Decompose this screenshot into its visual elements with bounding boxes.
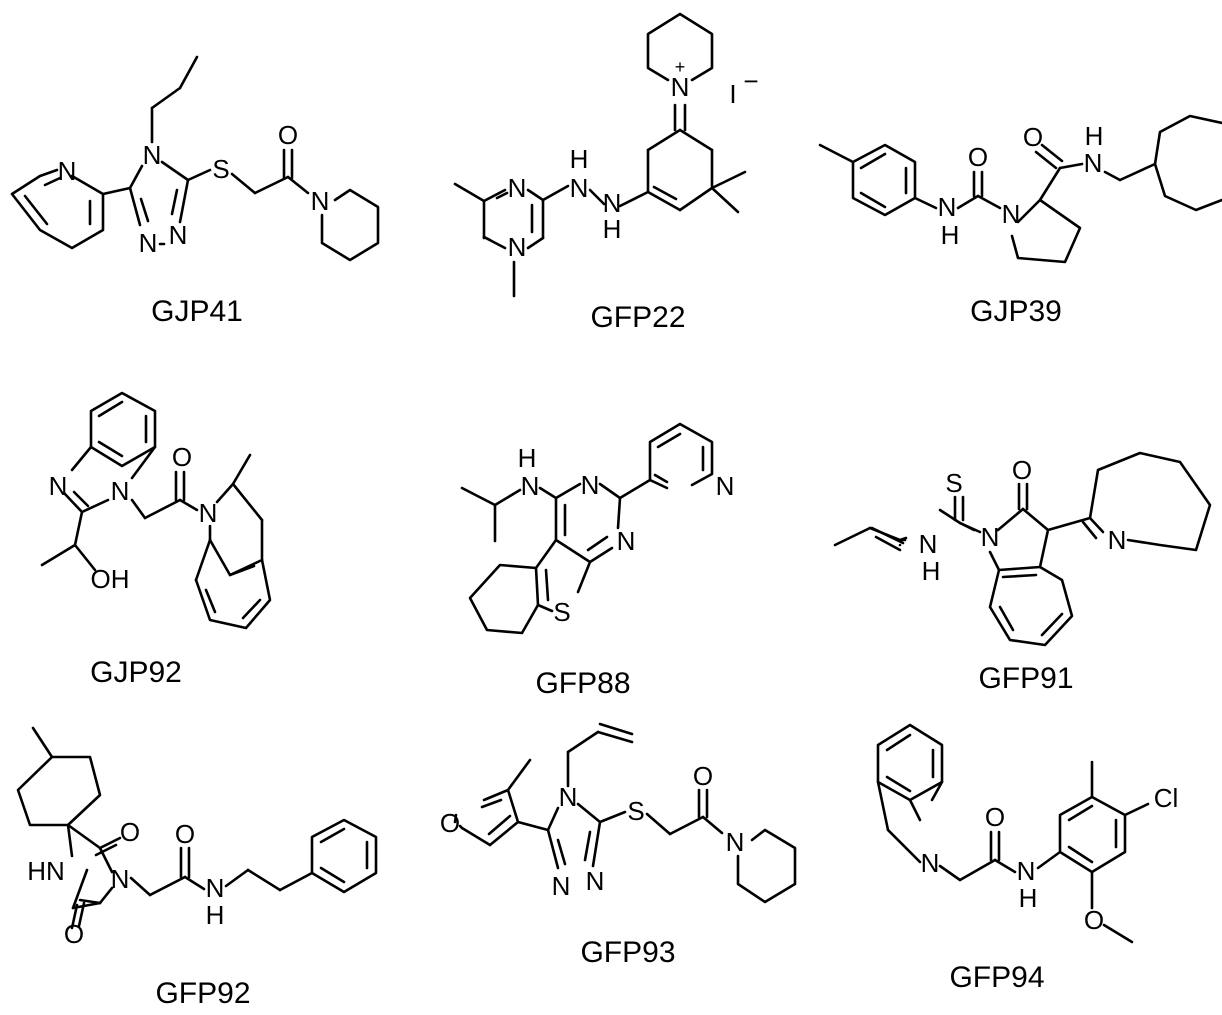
atom-n3-gfp92: N (111, 864, 130, 894)
atom-iodide-gfp22: I (729, 79, 736, 109)
atom-n1-pyrimidine-gfp22: N (508, 173, 527, 203)
atom-o-amide-gfp92: O (175, 819, 195, 849)
atom-s-gfp91: S (945, 468, 962, 498)
atom-n-pyridine-gjp41: N (58, 156, 77, 186)
atom-h1-gfp22: H (570, 144, 589, 174)
atom-n4-gfp93: N (559, 782, 578, 812)
molecule-gfp92: O HN N O O N H GFP92 (16, 726, 378, 1010)
atom-o-top-gfp92: O (120, 817, 140, 847)
molecule-gjp41: N N N N S O N GJP41 (10, 55, 380, 328)
atom-n2-pyrimidine-gfp22: N (508, 232, 527, 262)
atom-o-gjp92: O (172, 442, 192, 472)
atom-n-piperidine-gjp41: N (311, 186, 330, 216)
atom-o-gfp93: O (693, 761, 713, 791)
atom-h2-gfp22: H (603, 214, 622, 244)
caption-gfp92: GFP92 (155, 977, 250, 1010)
molecule-gfp93: O N N N S O N GFP93 (440, 722, 797, 969)
atom-nh-urea-gjp39: N (938, 192, 957, 222)
atom-o-bottom-gfp92: O (64, 919, 84, 949)
molecule-gjp39: N H O N O N H GJP39 (818, 114, 1222, 328)
caption-gjp41: GJP41 (151, 295, 243, 328)
atom-n3-gjp92: N (49, 471, 68, 501)
atom-h-urea-gjp39: H (941, 220, 960, 250)
molecule-gjp92: N N O OH N GJP92 (40, 391, 272, 689)
atom-o-gfp91: O (1012, 455, 1032, 485)
atom-n-azepine-gfp91: N (1108, 525, 1127, 555)
atom-nh-gfp92: N (206, 873, 225, 903)
atom-n1-gfp93: N (552, 871, 571, 901)
atom-n2-gjp41: N (169, 220, 188, 250)
atom-oh-gjp92: OH (91, 564, 130, 594)
caption-gfp22: GFP22 (590, 301, 685, 334)
atom-n-indoline-gfp94: N (921, 848, 940, 878)
atom-n-right-gfp88: N (617, 526, 636, 556)
atom-s-gfp88: S (553, 597, 570, 627)
bonds-gjp39 (818, 114, 1222, 264)
atom-n4-gjp41: N (143, 140, 162, 170)
atom-hn-gfp92: HN (27, 856, 65, 886)
charge-minus-gfp22: − (743, 66, 758, 96)
atom-s-gfp93: S (627, 796, 644, 826)
atom-nh-gfp94: N (1017, 856, 1036, 886)
atom-n1-gjp92: N (111, 476, 130, 506)
caption-gjp92: GJP92 (90, 656, 182, 689)
caption-gfp93: GFP93 (580, 936, 675, 969)
atom-n-plus-gfp22: N (671, 72, 690, 102)
atom-nh-amide-gjp39: N (1084, 148, 1103, 178)
atom-nh-gfp88: N (521, 471, 540, 501)
atom-o-furan-gfp93: O (440, 808, 460, 838)
atom-n-proline-gjp39: N (1002, 199, 1021, 229)
bonds-gfp93 (453, 722, 797, 904)
atom-h-gfp88: H (518, 443, 537, 473)
atom-n-indoline-gjp92: N (199, 498, 218, 528)
atom-o-methoxy-gfp94: O (1084, 905, 1104, 935)
atom-o-gjp41: O (278, 120, 298, 150)
molecule-gfp88: H N N N N S GFP88 (460, 422, 735, 700)
atom-h-amide-gjp39: H (1085, 121, 1104, 151)
molecule-gfp94: N O N H Cl O GFP94 (876, 723, 1179, 994)
caption-gfp94: GFP94 (949, 961, 1044, 994)
molecule-gfp91: S O N H N N GFP91 (833, 451, 1212, 695)
atom-n-pyridine-gfp88: N (716, 471, 735, 501)
caption-gjp39: GJP39 (970, 295, 1062, 328)
atom-h-gfp92: H (206, 900, 225, 930)
atom-o-gfp94: O (985, 802, 1005, 832)
atom-n2-gfp93: N (586, 866, 605, 896)
atom-h-gfp94: H (1019, 883, 1038, 913)
atom-n1-gjp41: N (139, 228, 158, 258)
atom-n-piperidine-gfp93: N (726, 827, 745, 857)
atom-s-gjp41: S (212, 154, 229, 184)
atom-n-indolinone-gfp91: N (981, 522, 1000, 552)
molecule-gfp22: N N H N N H N + I − GFP22 (453, 12, 759, 334)
atom-h-gfp91: H (922, 556, 941, 586)
atom-o-amide-gjp39: O (1023, 122, 1043, 152)
atom-n-top-gfp88: N (581, 470, 600, 500)
bonds-gfp22 (453, 12, 747, 298)
atom-nh-gfp91: N (919, 529, 938, 559)
caption-gfp91: GFP91 (978, 662, 1073, 695)
atom-o-urea-gjp39: O (968, 142, 988, 172)
bonds-gfp88 (460, 422, 714, 635)
bonds-gjp92 (40, 391, 272, 630)
caption-gfp88: GFP88 (535, 667, 630, 700)
bonds-gfp91 (833, 451, 1212, 647)
bonds-gfp94 (876, 723, 1150, 944)
atom-cl-gfp94: Cl (1154, 783, 1179, 813)
bonds-gjp41 (10, 55, 380, 262)
atom-nh1-gfp22: N (570, 173, 589, 203)
charge-plus-gfp22: + (675, 57, 686, 77)
bonds-gfp92 (16, 726, 378, 930)
atom-nh2-gfp22: N (603, 188, 622, 218)
